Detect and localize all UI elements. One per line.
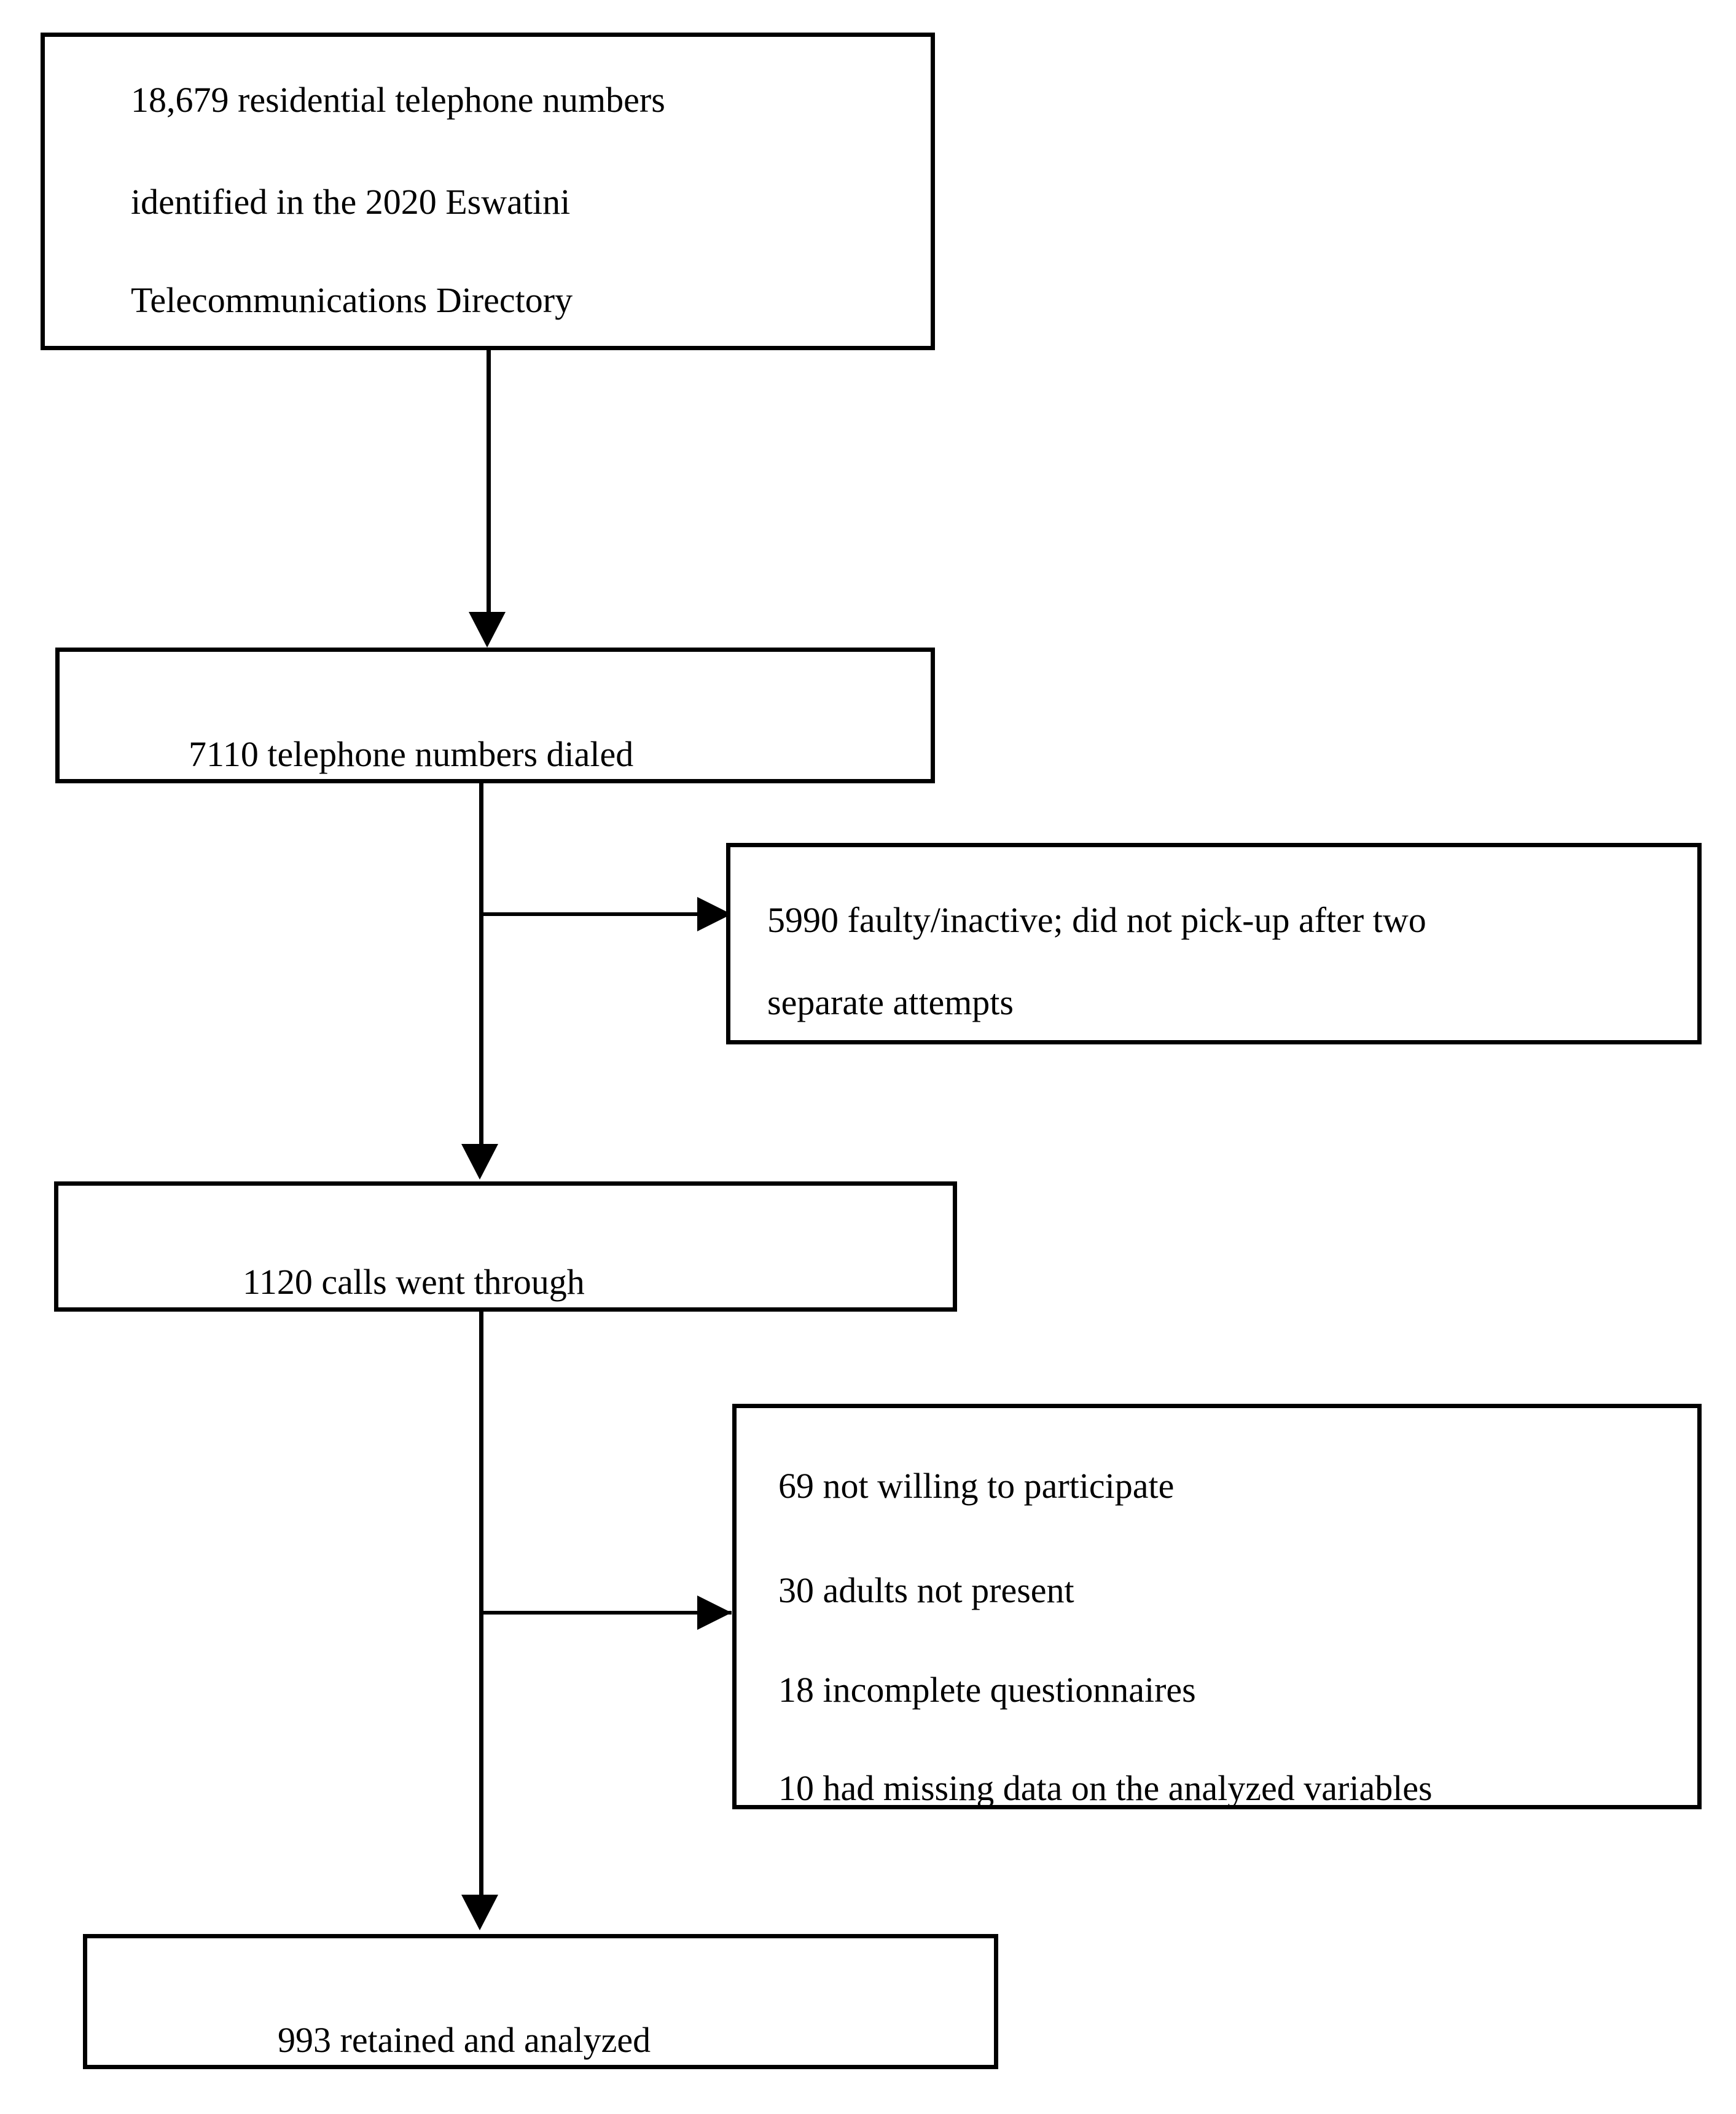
flow-node-final-analytic-sample: 993 retained and analyzed <box>83 1934 998 2069</box>
source-population-line-1: 18,679 residential telephone numbers <box>131 80 665 120</box>
arrowhead-right-box3-sideB <box>697 1595 732 1630</box>
calls-connected-line-1: 1120 calls went through <box>243 1262 585 1302</box>
connector-line-box3-sideB <box>483 1611 732 1615</box>
exclusions-participation-line-3: 18 incomplete questionnaires <box>778 1670 1196 1710</box>
connector-line-box2-sideA <box>483 912 732 916</box>
numbers-dialed-line-1: 7110 telephone numbers dialed <box>189 734 634 774</box>
exclusions-dialing-line-2: separate attempts <box>767 982 1014 1022</box>
flow-node-source-population: 18,679 residential telephone numbers ide… <box>41 33 935 350</box>
final-analytic-sample-line-1: 993 retained and analyzed <box>278 2020 651 2060</box>
arrowhead-right-box2-sideA <box>697 897 732 931</box>
exclusions-participation-line-1: 69 not willing to participate <box>778 1466 1175 1506</box>
arrowhead-down-box3-box4 <box>461 1895 498 1930</box>
flow-node-calls-connected: 1120 calls went through <box>54 1181 957 1312</box>
source-population-line-3: Telecommunications Directory <box>131 280 573 320</box>
exclusions-participation-line-2: 30 adults not present <box>778 1570 1074 1610</box>
flow-node-exclusions-participation: 69 not willing to participate 30 adults … <box>732 1404 1702 1809</box>
connector-line-box3-box4 <box>479 1312 483 1899</box>
source-population-line-2: identified in the 2020 Eswatini <box>131 182 571 222</box>
exclusions-dialing-line-1: 5990 faulty/inactive; did not pick-up af… <box>767 900 1426 940</box>
exclusions-participation-line-4: 10 had missing data on the analyzed vari… <box>778 1768 1433 1808</box>
connector-line-box1-box2 <box>487 350 491 616</box>
arrowhead-down-box1-box2 <box>469 612 506 648</box>
flow-node-numbers-dialed: 7110 telephone numbers dialed <box>55 648 935 783</box>
connector-line-box2-box3 <box>479 783 483 1148</box>
flow-node-exclusions-dialing: 5990 faulty/inactive; did not pick-up af… <box>726 843 1702 1044</box>
arrowhead-down-box2-box3 <box>461 1144 498 1180</box>
